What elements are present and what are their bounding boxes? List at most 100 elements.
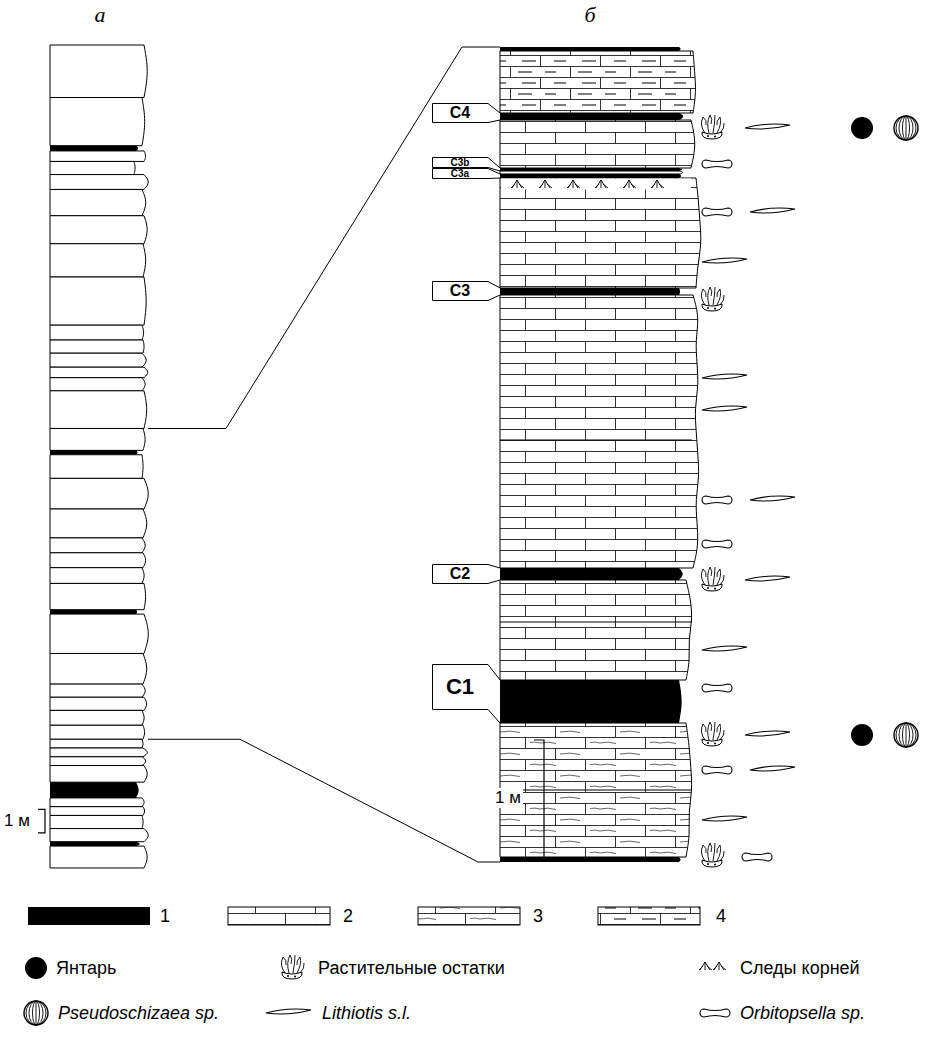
limestone-bed	[500, 723, 692, 857]
orbitopsella-symbol	[702, 160, 732, 168]
bed	[50, 244, 146, 277]
legend-text: 4	[716, 906, 726, 927]
bed-boundary	[500, 440, 692, 441]
orbitopsella-symbol	[702, 208, 732, 216]
bed-label: C1	[446, 676, 474, 698]
amber-symbol	[851, 117, 873, 139]
coal-bed	[50, 610, 137, 614]
bed	[50, 684, 145, 697]
bed	[50, 151, 146, 162]
bed	[50, 653, 147, 684]
coal-bed	[50, 146, 138, 151]
limestone-bed	[500, 580, 692, 680]
scale-bracket	[534, 740, 544, 858]
lithiotis-symbol	[702, 258, 747, 263]
legend-text: 2	[343, 906, 353, 927]
bed-label: C4	[450, 105, 470, 121]
legend-text: Растительные остатки	[318, 958, 505, 979]
bed	[50, 353, 146, 367]
legend-text: Янтарь	[56, 958, 116, 979]
root-trace	[567, 180, 580, 188]
panel-letter: а	[95, 2, 106, 27]
bed	[50, 757, 146, 766]
coal-bed	[500, 113, 683, 120]
lithiotis-symbol	[745, 576, 790, 581]
root-trace	[713, 962, 726, 970]
bed	[50, 340, 144, 353]
bed	[50, 538, 145, 553]
root-trace	[623, 180, 636, 188]
legend-text: Orbitopsella sp.	[740, 1003, 865, 1024]
bed	[50, 428, 145, 450]
plant-remains-symbol	[281, 955, 304, 979]
bed	[50, 748, 147, 757]
lithiotis-symbol	[702, 406, 747, 411]
legend-swatch	[28, 907, 150, 925]
amber-symbol	[25, 957, 47, 979]
coal-bed	[500, 47, 681, 51]
orbitopsella-symbol	[702, 496, 732, 504]
lithiotis-symbol	[266, 1009, 311, 1014]
tag-line	[433, 169, 501, 179]
tag-line	[433, 282, 501, 301]
tag-line	[433, 104, 501, 123]
bed	[50, 846, 147, 868]
bed	[50, 175, 148, 190]
bed	[50, 391, 147, 429]
orbitopsella-symbol	[702, 766, 732, 774]
bed-label: C3	[450, 283, 470, 299]
bed	[50, 277, 146, 325]
bed	[50, 325, 144, 340]
bed-tag: C1	[432, 664, 488, 710]
root-trace	[699, 962, 712, 970]
orbitopsella-symbol	[700, 1009, 730, 1017]
lithiotis-symbol	[745, 124, 790, 129]
orbitopsella-symbol	[742, 853, 772, 861]
bed	[50, 766, 147, 783]
tag-line	[433, 665, 501, 724]
bed	[50, 583, 146, 609]
bed	[50, 189, 146, 215]
root-trace	[539, 180, 552, 188]
scale-bracket	[38, 809, 45, 833]
legend-text: Lithiotis s.l.	[322, 1003, 411, 1024]
bed	[50, 807, 145, 816]
lithiotis-symbol	[702, 646, 747, 651]
lithiotis-symbol	[750, 766, 795, 771]
plant-remains-symbol	[701, 722, 724, 746]
plant-remains-symbol	[701, 115, 724, 139]
scale-label: 1 м	[493, 788, 523, 808]
zoom-line	[148, 739, 500, 862]
bed	[50, 455, 143, 479]
limestone-bed	[500, 171, 683, 174]
plant-remains-symbol	[701, 567, 724, 591]
lithology-swatch	[598, 907, 700, 925]
limestone-bed	[500, 295, 699, 568]
bed-tag: C4	[432, 103, 488, 123]
lithiotis-symbol	[702, 374, 747, 379]
bed-tag: C3a	[432, 168, 488, 179]
bed	[50, 478, 148, 509]
bed	[50, 378, 145, 391]
bed	[50, 98, 145, 146]
root-trace	[595, 180, 608, 188]
pseudoschizaea-symbol	[894, 723, 918, 747]
bed-label: C3b	[451, 158, 470, 168]
bed	[50, 829, 148, 842]
bed	[50, 45, 147, 98]
tag-line	[433, 565, 501, 584]
bed	[50, 161, 135, 174]
bed	[50, 739, 143, 748]
legend-text: Следы корней	[740, 958, 860, 979]
amber-symbol	[851, 724, 873, 746]
lithology-swatch	[228, 907, 330, 925]
scale-label: 1 м	[4, 811, 30, 831]
rock-beds	[38, 45, 701, 868]
coal-bed	[500, 174, 681, 178]
bed	[50, 815, 143, 828]
bed	[50, 798, 144, 807]
plant-remains-symbol	[701, 843, 724, 867]
plant-remains-symbol	[701, 287, 724, 311]
zoom-line	[148, 47, 500, 428]
